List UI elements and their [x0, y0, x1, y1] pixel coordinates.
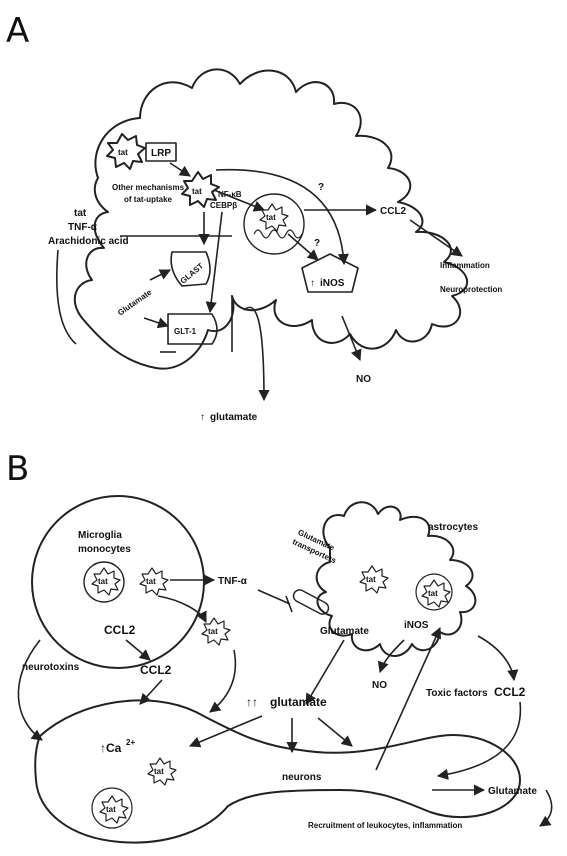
- tat-label-neuron-2: tat: [106, 805, 116, 814]
- no-label-b: NO: [372, 680, 387, 691]
- tat-label-microglia-1: tat: [98, 577, 108, 586]
- lrp-label: LRP: [151, 148, 171, 159]
- microglia-label-1: Microglia: [78, 530, 122, 541]
- tat-label-lrp: tat: [118, 148, 128, 157]
- arrow-glu-right: [318, 718, 352, 746]
- neuroprotection-label: Neuroprotection: [440, 285, 502, 294]
- dna-strand: [254, 230, 302, 238]
- arrow-lrp-to-tat: [170, 163, 190, 176]
- glt1-label: GLT-1: [174, 327, 197, 336]
- inducer-tnf: TNF-α: [68, 222, 98, 233]
- neurons-label: neurons: [282, 772, 322, 783]
- nucleus: [244, 194, 304, 254]
- arrow-tat-out-to-neuron: [210, 650, 235, 712]
- nfkb-label: NF-κB: [218, 190, 242, 199]
- inducer-tat: tat: [74, 208, 87, 219]
- glutamate-label-b: Glutamate: [320, 626, 369, 637]
- astrocytes-label: astrocytes: [428, 522, 478, 533]
- toxic-factors-label: Toxic factors: [426, 688, 488, 699]
- tnf-label: TNF-α: [218, 576, 248, 587]
- ca-up-label: ↑Ca: [100, 741, 122, 755]
- glast-label: GLAST: [179, 261, 206, 285]
- tat-label-internal: tat: [192, 187, 202, 196]
- inos-up-arrow: ↑: [310, 278, 315, 289]
- tat-label-astro-1: tat: [366, 575, 376, 584]
- arrow-glutamate-up-out: [244, 307, 264, 400]
- inos-label-b: iNOS: [404, 620, 429, 631]
- recruitment-label: Recruitment of leukocytes, inflammation: [308, 821, 462, 830]
- tat-label-astro-2: tat: [428, 589, 438, 598]
- arrow-astro-to-ccl2: [478, 636, 514, 680]
- glutamate-right-label: Glutamate: [488, 786, 537, 797]
- tat-label-nucleus: tat: [266, 213, 276, 222]
- microglia-label-2: monocytes: [78, 544, 131, 555]
- ccl2-outside-label: CCL2: [140, 663, 172, 677]
- panel-b-letter: B: [6, 449, 29, 489]
- ccl2-label: CCL2: [380, 206, 407, 217]
- cebp-label: CEBPβ: [210, 201, 237, 210]
- question-mark-top: ?: [318, 182, 324, 193]
- ccl2-inside-label: CCL2: [104, 623, 136, 637]
- arrow-tat-to-inos-top: [216, 170, 344, 264]
- arrow-glutamate-to-glast: [150, 270, 170, 280]
- inflammation-label: Inflammation: [440, 261, 490, 270]
- inducer-line-down: [57, 250, 76, 344]
- arrow-neurotoxins: [18, 640, 42, 740]
- inos-label: iNOS: [320, 278, 345, 289]
- glutamate-label-a: Glutamate: [116, 287, 154, 317]
- glutamate-up-label: glutamate: [210, 412, 258, 423]
- no-label: NO: [356, 374, 371, 385]
- glutamate-center-label: glutamate: [270, 695, 327, 709]
- tat-label-microglia-2: tat: [146, 577, 156, 586]
- tat-label-neuron-1: tat: [154, 767, 164, 776]
- other-mechanisms-line1: Other mechanisms: [112, 183, 185, 192]
- panel-a-letter: A: [6, 11, 29, 51]
- glutamate-up-arrow: ↑: [200, 412, 205, 423]
- arrow-ccl2-to-inflammation: [410, 220, 462, 256]
- other-mechanisms-line2: of tat-uptake: [124, 195, 173, 204]
- arrow-recruitment: [540, 790, 552, 826]
- double-up-arrows: ↑↑: [246, 695, 258, 709]
- inducer-arachidonic: Arachidonic acid: [48, 236, 129, 247]
- tnf-inhibition: [258, 590, 292, 612]
- question-mark-bottom: ?: [314, 238, 320, 249]
- arrow-glu-left: [190, 716, 262, 746]
- ccl2-astro-label: CCL2: [494, 685, 526, 699]
- neurotoxins-label: neurotoxins: [22, 662, 80, 673]
- arrow-tat-down-to-glt1: [210, 212, 222, 312]
- ca-superscript: 2+: [126, 738, 135, 747]
- tat-label-outside: tat: [208, 627, 218, 636]
- arrow-glutamate-to-glt1: [144, 318, 168, 326]
- arrow-ccl2-down: [126, 640, 150, 660]
